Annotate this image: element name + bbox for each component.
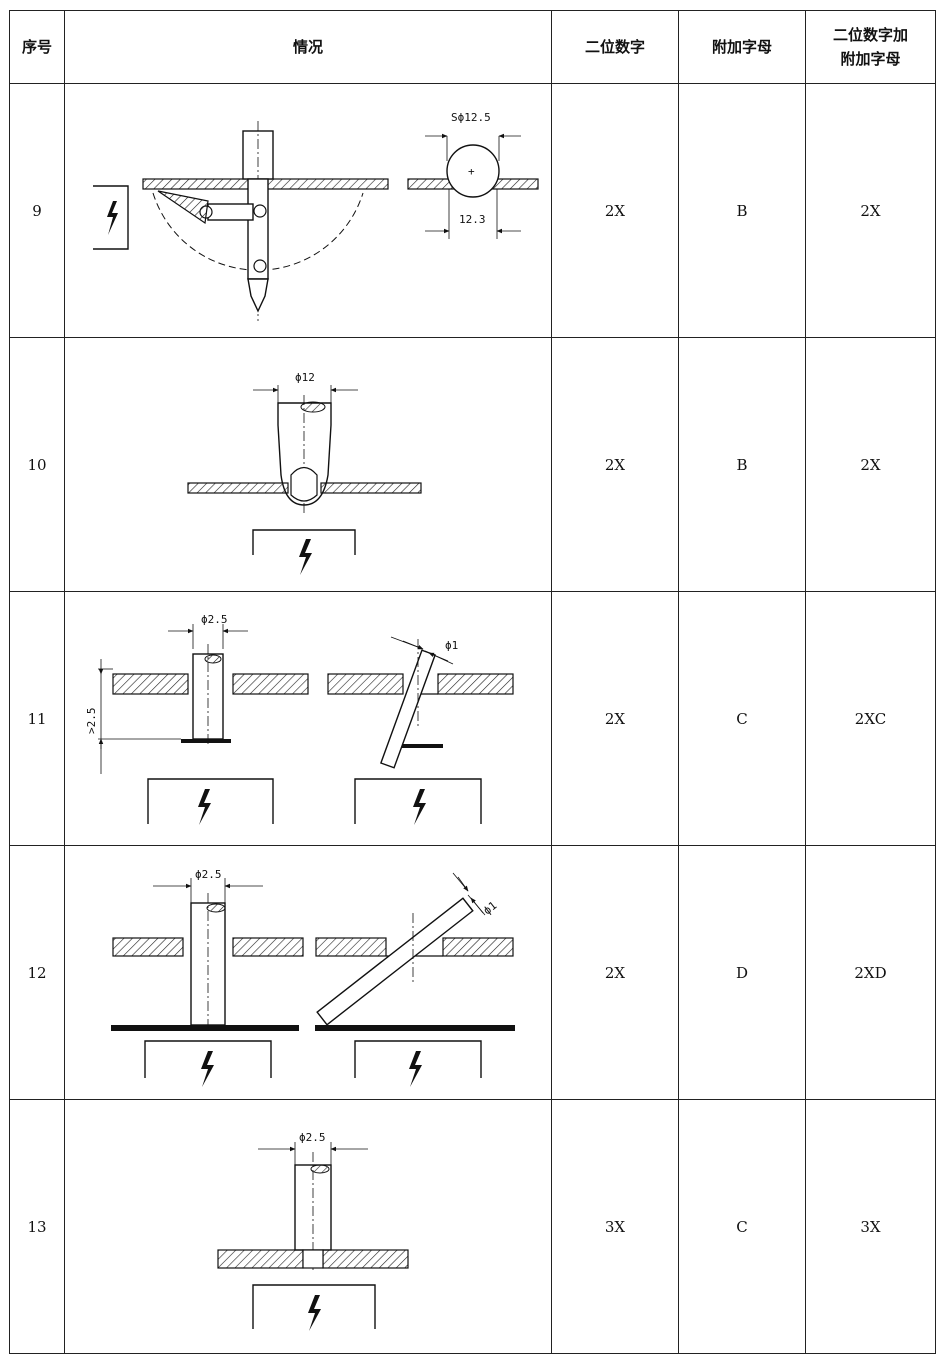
two-digit-value: 2X bbox=[551, 845, 679, 1100]
situation-figure-cell: ϕ12 bbox=[64, 337, 552, 592]
dim-dia: ϕ12 bbox=[295, 371, 315, 384]
figure-wire-probe: ϕ2.5 bbox=[111, 868, 515, 1087]
table-row: 9 bbox=[9, 83, 936, 338]
table-row: 12 ϕ2.5 bbox=[9, 845, 936, 1100]
combined-value: 2X bbox=[805, 83, 936, 338]
header-combined-line1: 二位数字加 bbox=[832, 26, 908, 44]
table-row: 10 ϕ12 2X B bbox=[9, 337, 936, 592]
header-combined: 二位数字加 附加字母 bbox=[805, 10, 936, 84]
row-seq: 11 bbox=[9, 591, 65, 846]
combined-value: 2XD bbox=[805, 845, 936, 1100]
dim-sphere: Sϕ12.5 bbox=[451, 111, 491, 124]
lightning-icon bbox=[308, 1294, 321, 1331]
letter-value: D bbox=[678, 845, 806, 1100]
combined-value: 2X bbox=[805, 337, 936, 592]
header-situation: 情况 bbox=[64, 10, 552, 84]
ip-test-table: 序号 情况 二位数字 附加字母 二位数字加 附加字母 9 bbox=[9, 10, 936, 1354]
dim-dia: ϕ2.5 bbox=[201, 613, 228, 626]
lightning-icon bbox=[198, 788, 211, 825]
dim-depth: >2.5 bbox=[85, 707, 98, 734]
header-two-digit: 二位数字 bbox=[551, 10, 679, 84]
row-seq: 13 bbox=[9, 1099, 65, 1354]
figure-finger-probe: ϕ12 bbox=[187, 371, 422, 575]
lightning-icon bbox=[409, 1050, 422, 1087]
header-combined-line2: 附加字母 bbox=[840, 50, 901, 68]
dim-dia: ϕ2.5 bbox=[299, 1131, 326, 1144]
figure-tool-probe: ϕ2.5 >2.5 bbox=[85, 613, 514, 825]
letter-value: B bbox=[678, 83, 806, 338]
two-digit-value: 2X bbox=[551, 337, 679, 592]
header-letter: 附加字母 bbox=[678, 10, 806, 84]
dim-width: 12.3 bbox=[459, 213, 486, 226]
lightning-icon bbox=[299, 538, 312, 575]
lightning-icon bbox=[201, 1050, 214, 1087]
letter-value: B bbox=[678, 337, 806, 592]
dim-dia: ϕ2.5 bbox=[195, 868, 222, 881]
combined-value: 3X bbox=[805, 1099, 936, 1354]
lightning-icon bbox=[107, 200, 118, 235]
two-digit-value: 2X bbox=[551, 591, 679, 846]
table-row: 11 ϕ2.5 bbox=[9, 591, 936, 846]
row-seq: 9 bbox=[9, 83, 65, 338]
situation-figure-cell: ϕ2.5 >2.5 bbox=[64, 591, 552, 846]
combined-value: 2XC bbox=[805, 591, 936, 846]
two-digit-value: 2X bbox=[551, 83, 679, 338]
situation-figure-cell: ϕ2.5 bbox=[64, 1099, 552, 1354]
letter-value: C bbox=[678, 591, 806, 846]
situation-figure-cell: ϕ2.5 bbox=[64, 845, 552, 1100]
situation-figure-cell: + Sϕ12.5 12.3 bbox=[64, 83, 552, 338]
dim-tilt: ϕ1 bbox=[445, 639, 458, 652]
two-digit-value: 3X bbox=[551, 1099, 679, 1354]
header-row: 序号 情况 二位数字 附加字母 二位数字加 附加字母 bbox=[9, 10, 936, 84]
header-seq: 序号 bbox=[9, 10, 65, 84]
row-seq: 10 bbox=[9, 337, 65, 592]
table-row: 13 ϕ2.5 3X C bbox=[9, 1099, 936, 1354]
lightning-icon bbox=[413, 788, 426, 825]
letter-value: C bbox=[678, 1099, 806, 1354]
svg-text:+: + bbox=[468, 165, 475, 178]
dim-tilt: ϕ1 bbox=[481, 898, 499, 916]
row-seq: 12 bbox=[9, 845, 65, 1100]
figure-rod-probe: ϕ2.5 bbox=[217, 1131, 409, 1331]
hazard-box bbox=[93, 184, 129, 250]
figure-sphere-probe: + Sϕ12.5 12.3 bbox=[93, 111, 539, 321]
